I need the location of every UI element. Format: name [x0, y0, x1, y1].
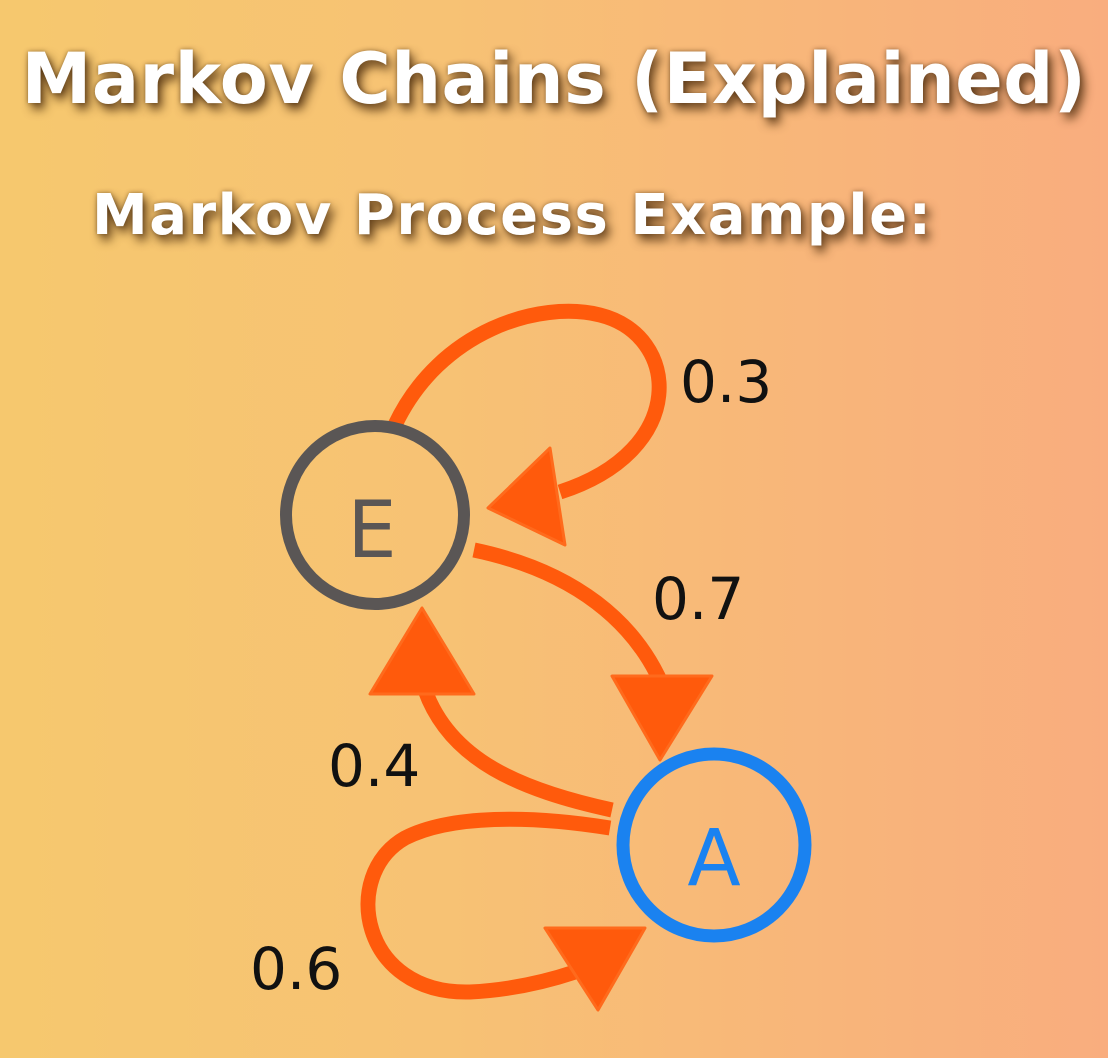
edge-e-to-e — [388, 303, 667, 547]
arrowhead-a-to-a — [543, 926, 647, 1012]
edge-a-to-e — [368, 606, 614, 818]
edge-e-to-a — [472, 542, 714, 762]
probability-label-a-to-a: 0.6 — [250, 935, 342, 1003]
node-e: E — [280, 420, 470, 610]
node-a-label: A — [687, 814, 740, 904]
edge-a-to-a — [360, 811, 647, 1012]
node-a-circle — [616, 747, 812, 943]
probability-label-e-to-a: 0.7 — [652, 565, 744, 633]
arrowhead-e-to-e — [486, 446, 567, 547]
arrowhead-a-to-e — [368, 606, 476, 696]
node-e-label: E — [347, 486, 396, 576]
arrowhead-e-to-a — [610, 674, 714, 762]
page-title: Markov Chains (Explained) — [21, 38, 1087, 120]
page-subtitle: Markov Process Example: — [92, 183, 933, 248]
probability-label-a-to-e: 0.4 — [328, 732, 420, 800]
probability-label-e-to-e: 0.3 — [680, 348, 772, 416]
node-e-circle — [280, 420, 470, 610]
node-a: A — [616, 747, 812, 943]
